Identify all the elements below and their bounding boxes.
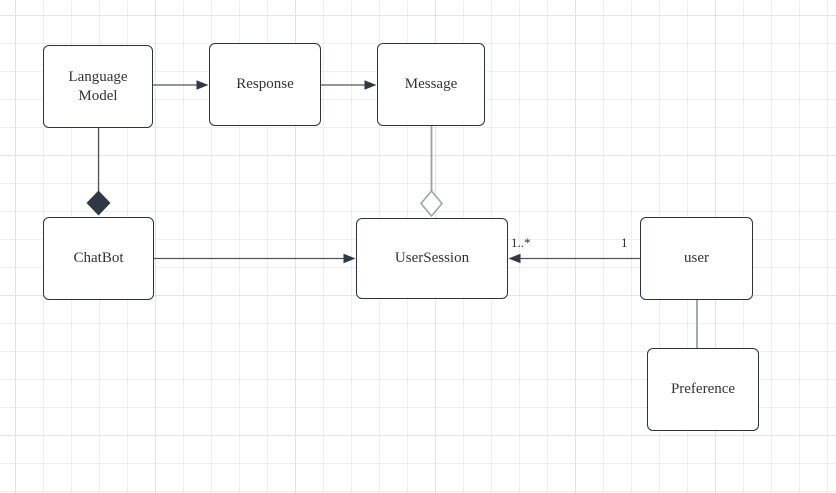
class-box-user[interactable]: user <box>640 217 753 300</box>
class-label: Message <box>404 76 458 93</box>
arrowhead-icon <box>196 80 209 90</box>
class-label: Preference <box>670 381 736 398</box>
arrowhead-icon <box>364 80 377 90</box>
class-box-preference[interactable]: Preference <box>647 348 759 431</box>
arrowhead-icon <box>343 253 356 264</box>
edge-chatbot-usersession[interactable] <box>154 253 356 264</box>
edge-usersession-message-aggregation[interactable] <box>420 126 443 218</box>
arrowhead-icon <box>508 253 521 264</box>
aggregation-diamond-icon <box>420 189 443 218</box>
class-box-response[interactable]: Response <box>209 43 321 126</box>
edge-user-usersession[interactable] <box>508 253 641 264</box>
class-box-chatbot[interactable]: ChatBot <box>43 217 154 300</box>
multiplicity-label-usersession: 1..* <box>511 235 531 250</box>
class-box-message[interactable]: Message <box>377 43 485 126</box>
class-label: Language Model <box>68 68 128 104</box>
edge-languagemodel-response[interactable] <box>153 80 209 90</box>
class-label: ChatBot <box>73 250 124 267</box>
class-box-usersession[interactable]: UserSession <box>356 218 508 299</box>
class-label: user <box>684 250 709 267</box>
edge-chatbot-languagemodel-composition[interactable] <box>86 128 111 216</box>
class-label: UserSession <box>394 250 470 267</box>
composition-diamond-icon <box>86 190 111 216</box>
class-box-language-model[interactable]: Language Model <box>43 45 153 128</box>
class-label: Response <box>236 76 294 93</box>
multiplicity-label-user: 1 <box>621 235 628 250</box>
edge-response-message[interactable] <box>321 80 377 90</box>
